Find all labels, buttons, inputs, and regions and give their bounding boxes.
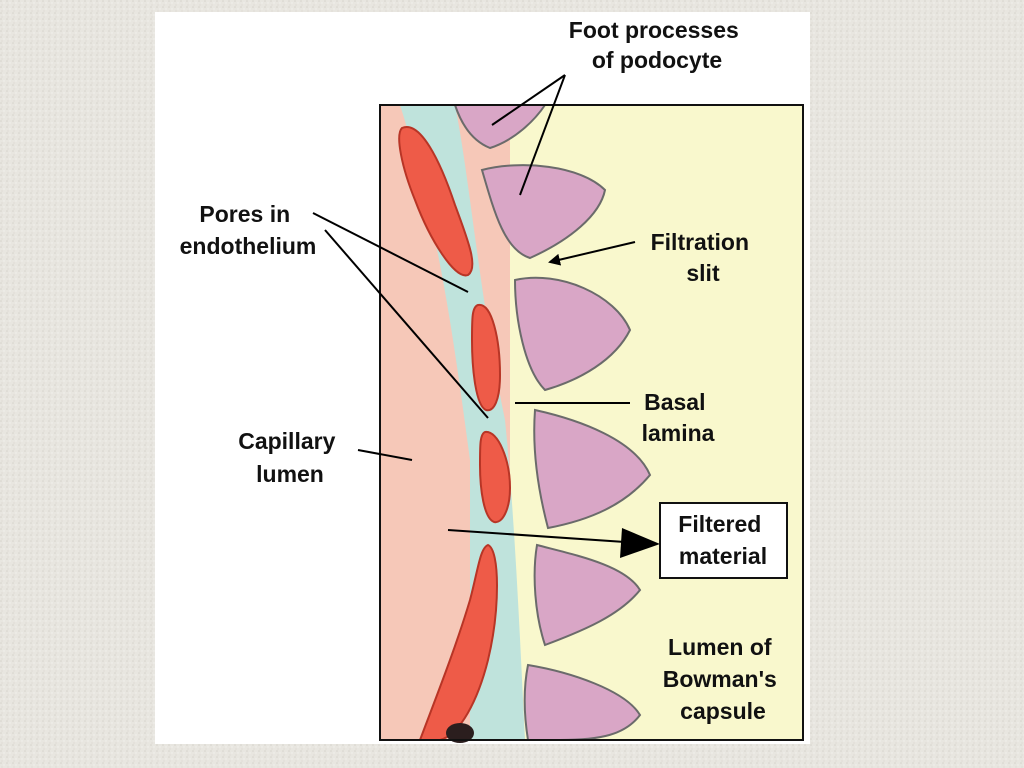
bowman-line-2: Bowman's	[663, 666, 777, 692]
foot-process-1	[453, 104, 547, 150]
labels: Foot processes of podocyte Pores in endo…	[180, 17, 784, 724]
pores-line-1: Pores in	[199, 201, 290, 227]
filtration-slit-label: Filtration slit	[651, 229, 756, 286]
endothelial-cells	[398, 125, 512, 743]
filtered-material-line-2: material	[679, 543, 767, 569]
foot-process-2	[480, 164, 607, 260]
endothelial-cell-2	[470, 303, 502, 412]
foot-processes-label: Foot processes of podocyte	[569, 17, 745, 73]
foot-process-3	[513, 276, 632, 392]
pores-line-2: endothelium	[180, 233, 317, 259]
bowman-capsule-label: Lumen of Bowman's capsule	[663, 634, 784, 724]
filtered-material-box	[659, 502, 788, 579]
capillary-lumen-line-2: lumen	[256, 461, 324, 487]
cell-nucleus	[446, 723, 474, 743]
pointer-lines	[312, 74, 641, 544]
foot-process-4	[533, 408, 652, 530]
pores-label: Pores in endothelium	[180, 201, 317, 259]
bowman-line-1: Lumen of	[668, 634, 772, 660]
foot-process-5	[533, 543, 642, 647]
pores-pointer-1	[312, 212, 469, 293]
capillary-lumen-label: Capillary lumen	[238, 428, 342, 487]
basal-lamina-line-2: lamina	[642, 420, 715, 446]
bowman-line-3: capsule	[680, 698, 766, 724]
filtration-slit-pointer	[548, 241, 636, 266]
basal-lamina-label: Basal lamina	[642, 389, 715, 446]
endothelial-cell-1	[398, 125, 474, 277]
filtered-material-arrowhead	[620, 528, 660, 558]
foot-processes-line-1: Foot processes	[569, 17, 739, 43]
filtered-material-line-1: Filtered	[678, 511, 761, 537]
pores-pointer-2	[324, 229, 489, 419]
capillary-lumen-pointer	[357, 449, 413, 461]
foot-process-6	[523, 663, 642, 741]
filtered-material-label: Filtered material	[678, 511, 767, 569]
foot-process-pointer-1	[491, 74, 566, 126]
endothelial-cell-3	[478, 431, 512, 524]
diagram-frame	[379, 104, 804, 741]
filtered-material-arrow-shaft	[447, 529, 641, 544]
foot-processes-line-2: of podocyte	[592, 47, 722, 73]
filtration-slit-line-2: slit	[686, 260, 720, 286]
podocyte-foot-processes	[453, 104, 652, 741]
filtration-slit-line-1: Filtration	[651, 229, 749, 255]
basal-lamina-line-1: Basal	[644, 389, 705, 415]
foot-process-pointer-2	[519, 74, 566, 196]
capillary-lumen-line-1: Capillary	[238, 428, 335, 454]
